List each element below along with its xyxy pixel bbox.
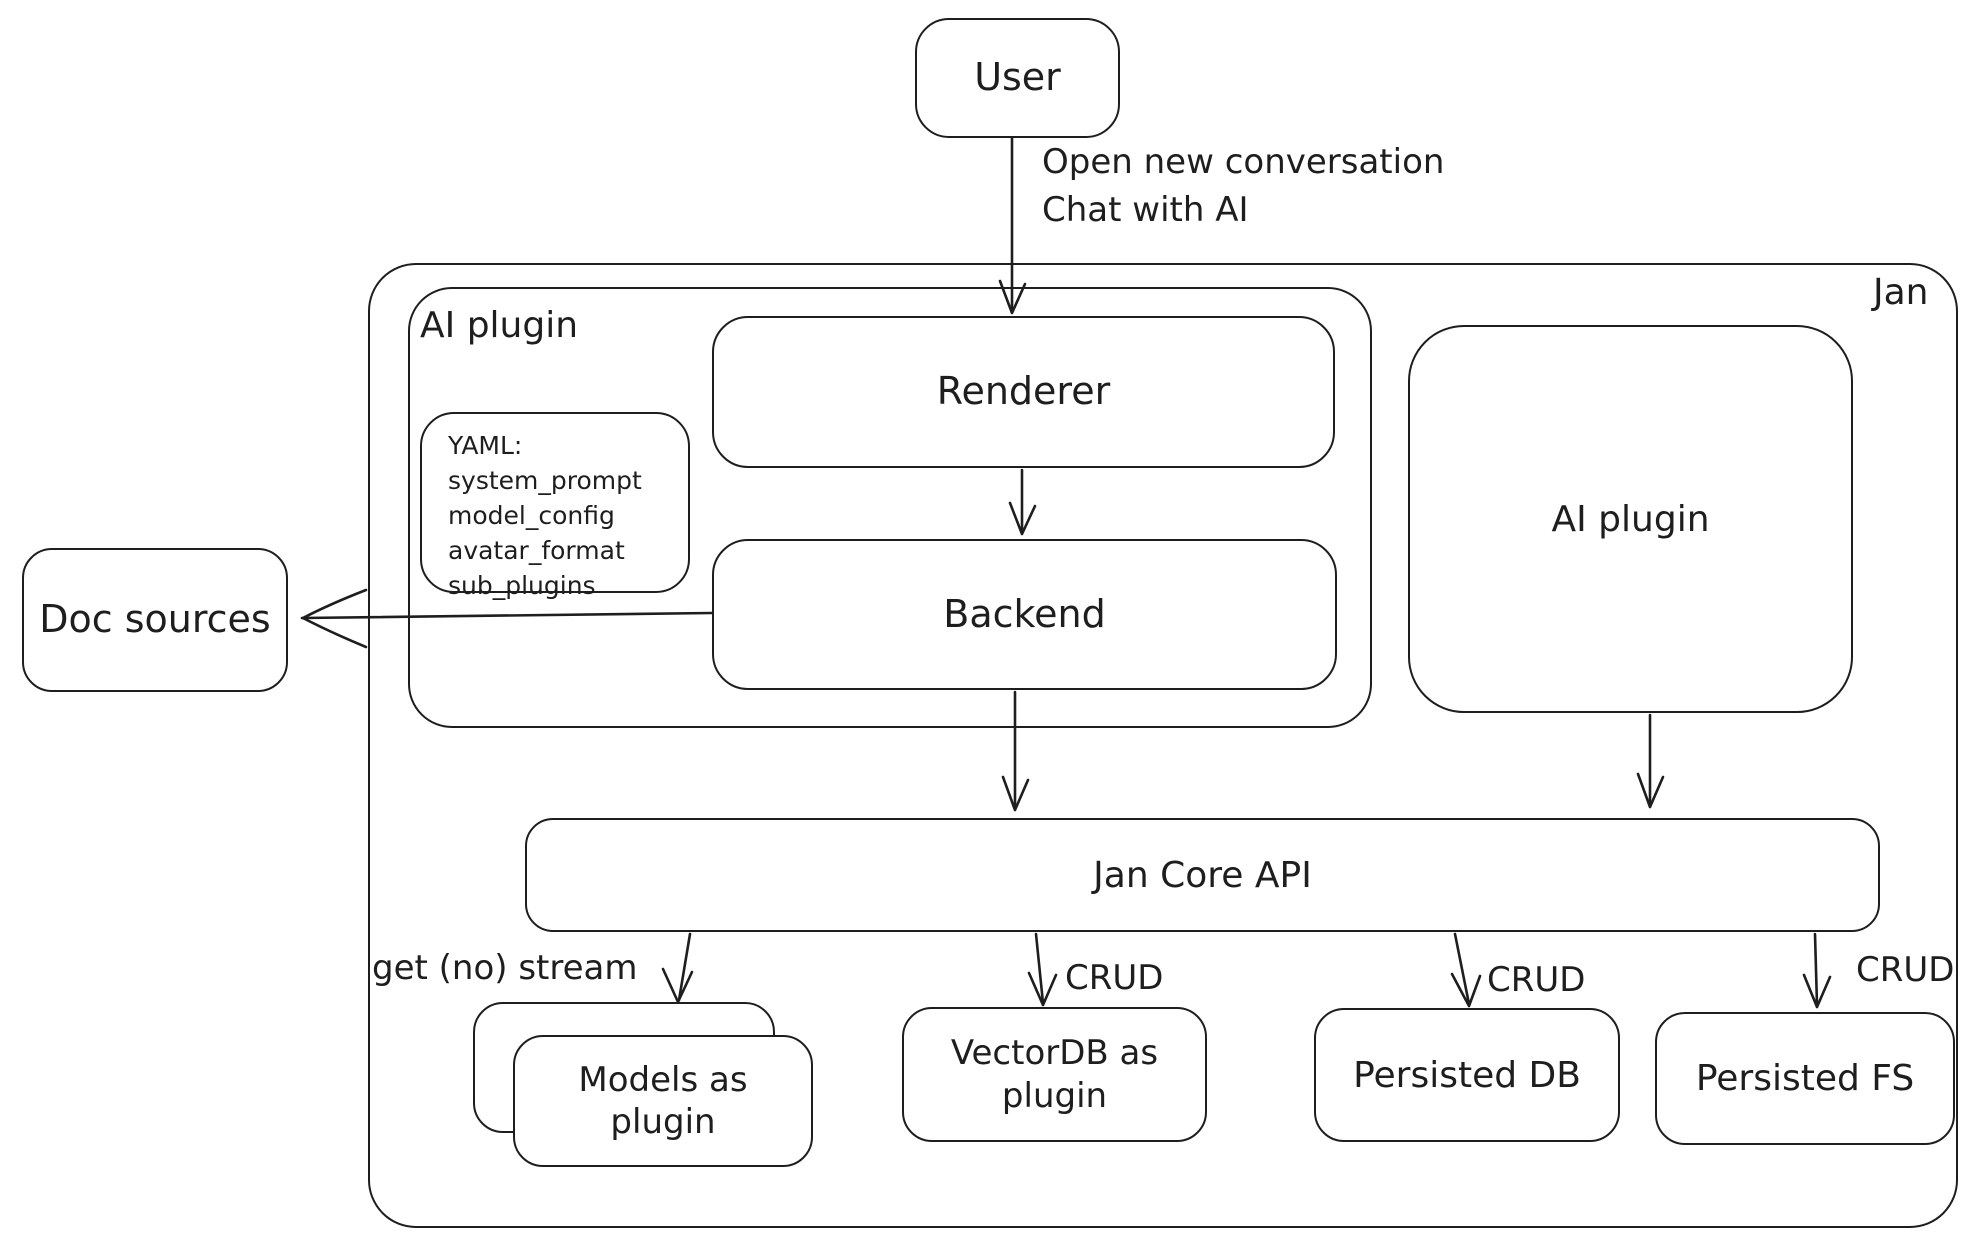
edge-label-crud-vectordb: CRUD (1065, 958, 1164, 998)
edge-label-crud-fs: CRUD (1856, 950, 1955, 990)
node-user: User (915, 18, 1120, 138)
node-doc-sources: Doc sources (22, 548, 288, 692)
yaml-note: YAML: system_prompt model_config avatar_… (420, 412, 690, 600)
yaml-note-line: YAML: (448, 431, 523, 460)
edge-label-crud-db: CRUD (1487, 960, 1586, 1000)
edge-label-user-flow-line2: Chat with AI (1042, 190, 1249, 230)
jan-container (368, 263, 1958, 1228)
ai-plugin-container-label: AI plugin (420, 305, 579, 346)
node-renderer: Renderer (712, 316, 1335, 468)
ai-plugin-container (408, 287, 1372, 728)
jan-container-label: Jan (1873, 272, 1929, 313)
edge-label-user-flow-line1: Open new conversation (1042, 142, 1445, 182)
yaml-note-line: sub_plugins (448, 571, 596, 600)
node-models-as-plugin: Models as plugin (513, 1035, 813, 1167)
yaml-note-line: system_prompt (448, 466, 642, 495)
node-persisted-fs: Persisted FS (1655, 1012, 1955, 1145)
node-jan-core-api: Jan Core API (525, 818, 1880, 932)
node-persisted-db: Persisted DB (1314, 1008, 1620, 1142)
yaml-note-line: model_config (448, 501, 615, 530)
yaml-note-line: avatar_format (448, 536, 625, 565)
node-backend: Backend (712, 539, 1337, 690)
node-ai-plugin: AI plugin (1408, 325, 1853, 713)
edge-label-get-no-stream: get (no) stream (372, 948, 638, 988)
node-vectordb-as-plugin: VectorDB as plugin (902, 1007, 1207, 1142)
